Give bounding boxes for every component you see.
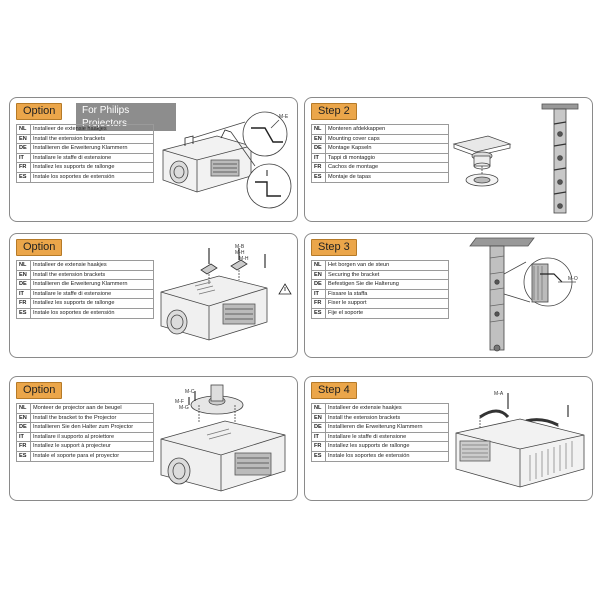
step-tag: Option [16, 382, 63, 399]
part-label: M-O [568, 276, 578, 282]
step-tag: Step 4 [311, 382, 357, 399]
illustration-projector-brackets: M-B M-H M-H [160, 244, 292, 341]
part-label: M-B [235, 244, 245, 250]
step-tag: Step 2 [311, 103, 357, 120]
step-tag: Step 3 [311, 239, 357, 256]
part-label: M-H [235, 250, 245, 256]
illustration-bracket-mount: M-C M-F M-G [160, 384, 286, 492]
part-label: M-G [179, 405, 189, 411]
part-label: M-C [185, 389, 195, 395]
part-label: M-F [175, 399, 184, 405]
step-tag: Option [16, 103, 63, 120]
part-label: M-A [494, 391, 504, 397]
part-label: M-H [239, 256, 249, 262]
illustration-extension-brackets: M-A [455, 391, 585, 488]
illustration-projector-bracket: M-E [162, 111, 292, 209]
part-label: M-E [279, 114, 289, 120]
illustration-cover-caps [452, 103, 579, 214]
illustration-secure-bracket: M-O [469, 237, 578, 352]
step-tag: Option [16, 239, 63, 256]
